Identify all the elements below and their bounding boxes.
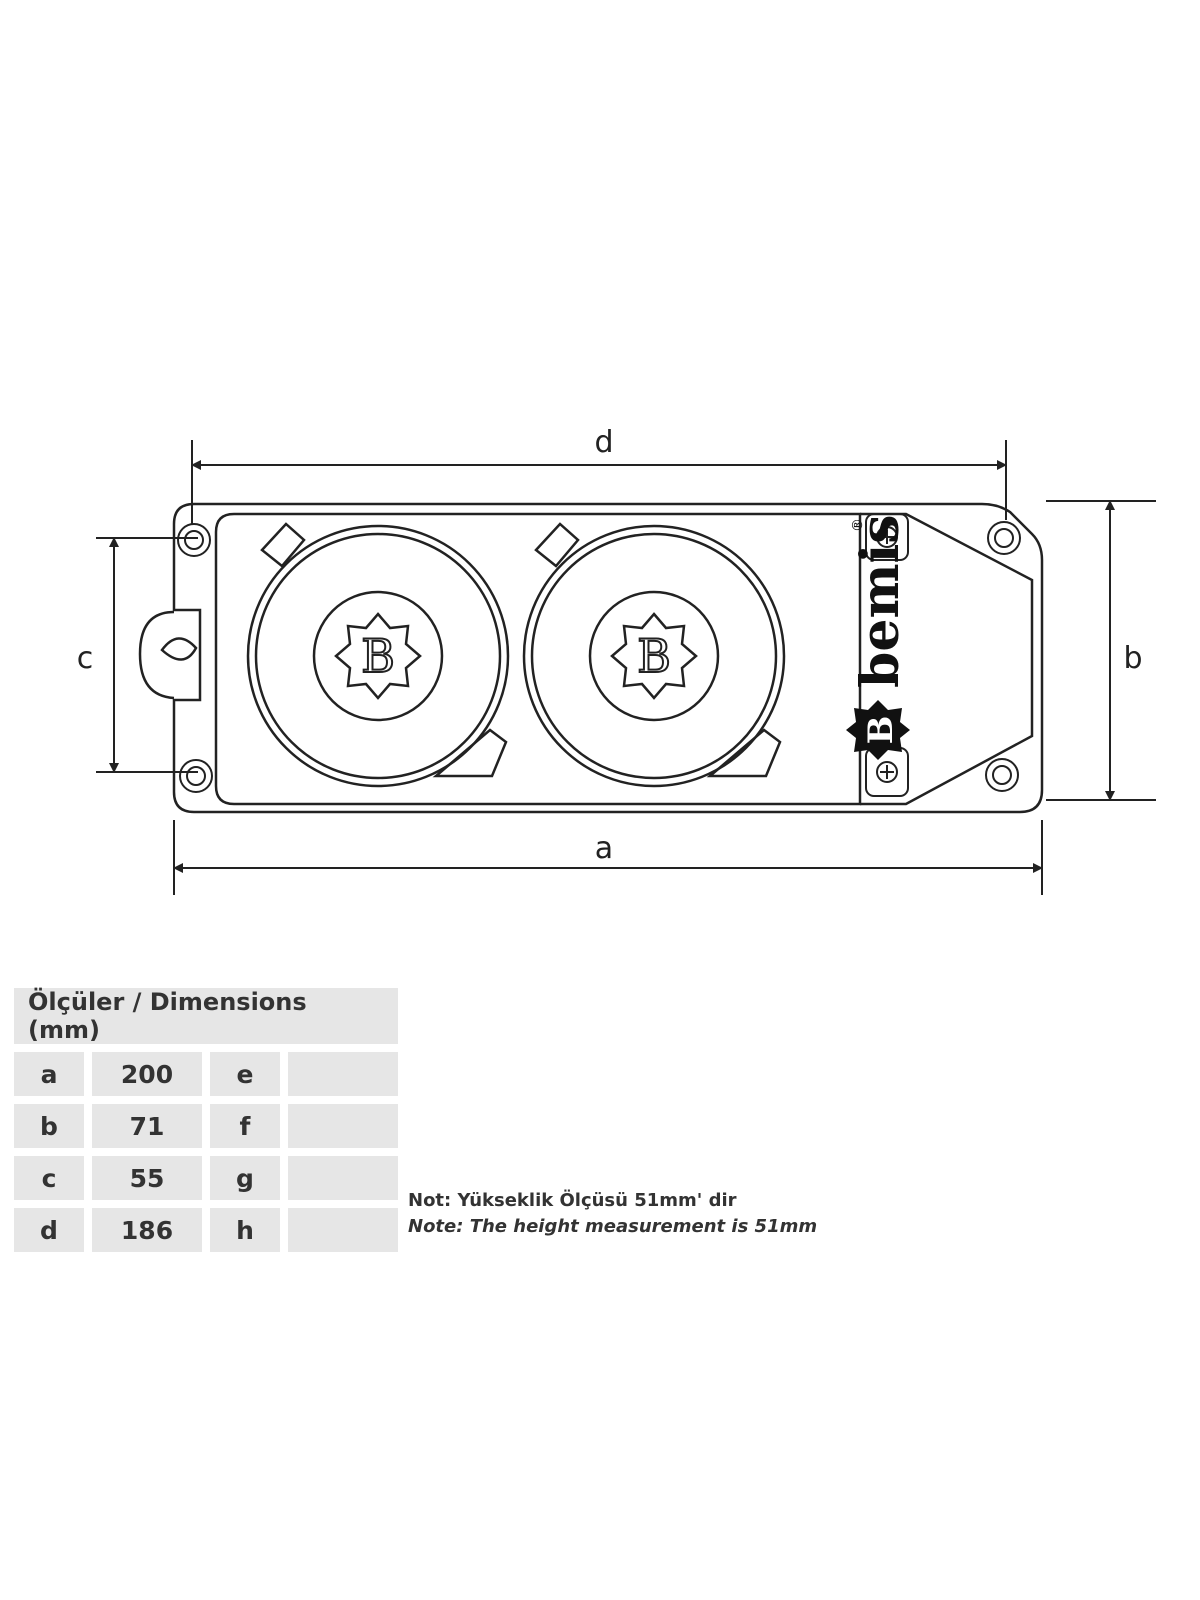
mounting-hole-top-left	[177, 523, 211, 557]
technical-drawing: d a b c B	[77, 425, 1156, 895]
dim-label-c: c	[77, 641, 94, 676]
dim-label-cell: d	[14, 1208, 84, 1252]
dim-label-b: b	[1123, 641, 1142, 676]
dim-label-cell: a	[14, 1052, 84, 1096]
dim-label-cell: g	[210, 1156, 280, 1200]
screw-bottom	[865, 747, 909, 797]
dimensions-table-header: Ölçüler / Dimensions (mm)	[14, 988, 398, 1044]
dim-value-cell	[288, 1156, 398, 1200]
socket-cover-right	[522, 522, 786, 788]
dim-value-cell: 186	[92, 1208, 202, 1252]
brand-registered-mark: ®	[850, 518, 866, 532]
height-note-tr: Not: Yükseklik Ölçüsü 51mm' dir	[408, 1190, 737, 1211]
brand-logo-letter: B	[861, 716, 901, 745]
screw-top	[865, 513, 909, 561]
socket-logo-left: B	[361, 629, 395, 683]
dim-label-cell: e	[210, 1052, 280, 1096]
dimensions-table: Ölçüler / Dimensions (mm) a 200 e b 71 f…	[6, 980, 406, 1260]
dim-value-cell	[288, 1208, 398, 1252]
dim-label-d: d	[594, 425, 613, 460]
mounting-hole-bottom-right	[985, 758, 1019, 792]
dim-label-cell: h	[210, 1208, 280, 1252]
table-row: c 55 g	[14, 1156, 398, 1200]
dim-value-cell: 200	[92, 1052, 202, 1096]
socket-cover-left	[246, 522, 510, 788]
table-row: d 186 h	[14, 1208, 398, 1252]
socket-logo-right: B	[637, 629, 671, 683]
brand-logo: B bemis ®	[846, 515, 911, 760]
socket-body	[138, 502, 1044, 814]
dim-value-cell	[288, 1104, 398, 1148]
dim-label-cell: c	[14, 1156, 84, 1200]
dim-label-cell: b	[14, 1104, 84, 1148]
dim-value-cell	[288, 1052, 398, 1096]
table-row: b 71 f	[14, 1104, 398, 1148]
height-note-en: Note: The height measurement is 51mm	[408, 1216, 818, 1237]
mounting-hole-bottom-left	[179, 759, 213, 793]
height-note: Not: Yükseklik Ölçüsü 51mm' dir Note: Th…	[408, 1188, 817, 1240]
dim-value-cell: 71	[92, 1104, 202, 1148]
brand-name: bemis	[850, 515, 911, 689]
dim-value-cell: 55	[92, 1156, 202, 1200]
dim-label-a: a	[595, 831, 613, 866]
table-row: a 200 e	[14, 1052, 398, 1096]
dim-label-cell: f	[210, 1104, 280, 1148]
mounting-hole-top-right	[987, 521, 1021, 555]
brand-star-icon	[846, 700, 910, 760]
